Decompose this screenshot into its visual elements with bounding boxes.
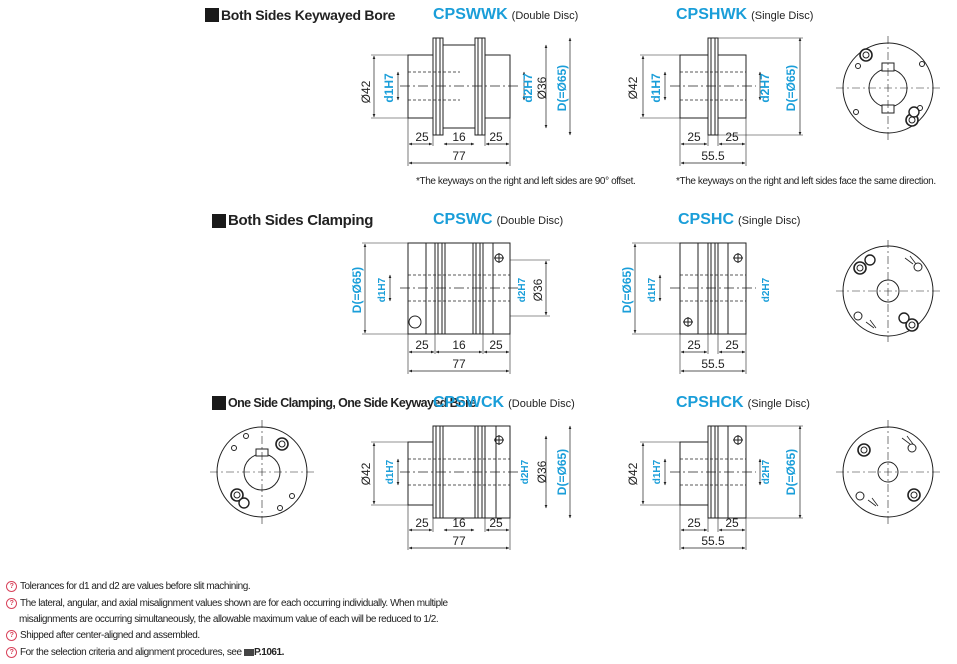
dim-outer-dia: D(=Ø65) xyxy=(555,65,569,111)
dim-bore1: d1H7 xyxy=(377,277,388,302)
dim-hub-len: 25 xyxy=(489,338,503,352)
model-cpswwk: CPSWWK(Double Disc) xyxy=(433,6,579,23)
dim-spacer-len: 16 xyxy=(452,338,466,352)
dim-bore1: d1H7 xyxy=(385,459,396,484)
dim-bore2: d2H7 xyxy=(761,459,772,484)
dim-outer-dia: D(=Ø65) xyxy=(620,267,634,313)
drawing-cpshwk xyxy=(640,37,803,166)
dim-hub-len: 25 xyxy=(687,516,701,530)
page-reference-link[interactable]: P.1061. xyxy=(253,647,284,659)
dim-spacer-len: 16 xyxy=(452,516,466,530)
info-icon: ? xyxy=(6,581,17,592)
dim-hub-len: 25 xyxy=(725,338,739,352)
section-title-mixed: One Side Clamping, One Side Keywayed Bor… xyxy=(212,396,476,410)
dim-total-len: 55.5 xyxy=(701,357,725,371)
dim-bore2: d2H7 xyxy=(521,73,535,103)
drawing-cpshck xyxy=(640,425,803,550)
drawing-cpshc xyxy=(632,242,756,374)
dim-total-len: 77 xyxy=(452,149,466,163)
end-view-clamp-3 xyxy=(836,420,940,524)
info-icon: ? xyxy=(6,647,17,658)
end-view-keyway-1 xyxy=(836,36,940,140)
dim-hub-len: 25 xyxy=(687,130,701,144)
dim-bore1: d1H7 xyxy=(382,73,396,103)
dim-hub-len: 25 xyxy=(489,516,503,530)
drawing-cpswc xyxy=(362,242,550,374)
model-cpshwk: CPSHWK(Single Disc) xyxy=(676,6,814,23)
dim-bore2: d2H7 xyxy=(761,277,772,302)
note-keyway-offset: *The keyways on the right and left sides… xyxy=(416,176,636,187)
model-cpshc: CPSHC(Single Disc) xyxy=(678,211,801,228)
dim-total-len: 55.5 xyxy=(701,149,725,163)
dim-hub-len: 25 xyxy=(415,516,429,530)
model-cpshck: CPSHCK(Single Disc) xyxy=(676,394,810,411)
section-title-keywayed: Both Sides Keywayed Bore xyxy=(205,7,395,23)
dim-total-len: 55.5 xyxy=(701,534,725,548)
dim-bore1: d1H7 xyxy=(652,459,663,484)
dim-bore1: d1H7 xyxy=(647,277,658,302)
info-icon: ? xyxy=(6,598,17,609)
drawing-cpswck xyxy=(371,425,572,550)
dim-outer-dia: D(=Ø65) xyxy=(784,449,798,495)
page-ref-icon xyxy=(243,649,254,656)
dim-outer-dia: D(=Ø65) xyxy=(784,65,798,111)
dim-spacer-len: 16 xyxy=(452,130,466,144)
footnote-selection: ?For the selection criteria and alignmen… xyxy=(6,647,284,658)
dim-total-len: 77 xyxy=(452,357,466,371)
model-cpswc: CPSWC(Double Disc) xyxy=(433,211,564,228)
dim-hub-len: 25 xyxy=(415,338,429,352)
dim-body-dia: Ø36 xyxy=(531,278,545,301)
dim-hub-len: 25 xyxy=(489,130,503,144)
footnote-shipped: ?Shipped after center-aligned and assemb… xyxy=(6,630,200,641)
dim-bore2: d2H7 xyxy=(517,277,528,302)
model-cpswck: CPSWCK(Double Disc) xyxy=(433,394,575,411)
dim-hub-len: 25 xyxy=(725,516,739,530)
dim-outer-dia: D(=Ø65) xyxy=(555,449,569,495)
note-keyway-same: *The keyways on the right and left sides… xyxy=(676,176,936,187)
dim-hub-len: 25 xyxy=(687,338,701,352)
end-view-left-3 xyxy=(210,420,314,524)
section-title-clamping: Both Sides Clamping xyxy=(212,212,373,229)
dim-hub-len: 25 xyxy=(415,130,429,144)
dim-bore2: d2H7 xyxy=(758,73,772,103)
dim-body-dia: Ø36 xyxy=(535,460,549,483)
end-view-clamp-2 xyxy=(836,240,940,342)
info-icon: ? xyxy=(6,630,17,641)
dim-hub-dia: Ø42 xyxy=(359,462,373,485)
dim-hub-dia: Ø42 xyxy=(359,80,373,103)
dim-bore1: d1H7 xyxy=(649,73,663,103)
dim-hub-dia: Ø42 xyxy=(626,76,640,99)
footnote-tolerance: ?Tolerances for d1 and d2 are values bef… xyxy=(6,581,251,592)
footnote-misalignment-cont: misalignments are occurring simultaneous… xyxy=(19,614,439,625)
dim-body-dia: Ø36 xyxy=(535,76,549,99)
drawing-cpswwk xyxy=(371,37,572,166)
dim-hub-len: 25 xyxy=(725,130,739,144)
dim-hub-dia: Ø42 xyxy=(626,462,640,485)
dim-outer-dia: D(=Ø65) xyxy=(350,267,364,313)
dim-bore2: d2H7 xyxy=(520,459,531,484)
dim-total-len: 77 xyxy=(452,534,466,548)
footnote-misalignment: ?The lateral, angular, and axial misalig… xyxy=(6,598,448,609)
